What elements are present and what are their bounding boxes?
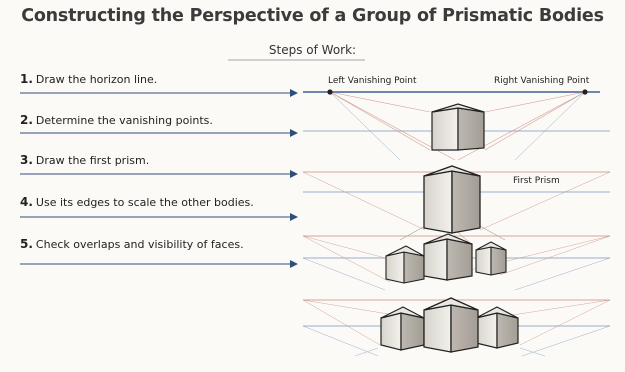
group-cube-left — [385, 245, 425, 284]
page-title: Constructing the Perspective of a Group … — [21, 6, 604, 26]
right-vanishing-point — [582, 89, 588, 95]
group-cube-center — [423, 233, 473, 281]
step-arrows — [20, 89, 298, 268]
panel-2-cube — [423, 165, 481, 234]
step-2: 2.Determine the vanishing points. — [20, 113, 213, 127]
left-vp-label: Left Vanishing Point — [328, 76, 417, 86]
step-5: 5.Check overlaps and visibility of faces… — [20, 237, 244, 251]
left-vanishing-point — [327, 89, 333, 95]
right-vp-label: Right Vanishing Point — [494, 76, 590, 86]
overlap-cube-center — [423, 297, 479, 353]
group-cube-right — [475, 241, 507, 276]
overlap-cube-left — [380, 306, 425, 351]
step-4: 4.Use its edges to scale the other bodie… — [20, 195, 254, 209]
overlap-cube-right — [475, 306, 519, 349]
panel-3-group — [302, 233, 611, 291]
panel-1-horizon — [303, 89, 610, 161]
panel-1-cube — [431, 103, 485, 151]
first-prism-label: First Prism — [513, 176, 560, 186]
step-3: 3.Draw the first prism. — [20, 153, 150, 167]
panel-2-first-prism — [302, 165, 611, 244]
step-1: 1.Draw the horizon line. — [20, 72, 158, 86]
panel-4-overlap — [302, 297, 611, 357]
steps-heading: Steps of Work: — [268, 43, 357, 57]
